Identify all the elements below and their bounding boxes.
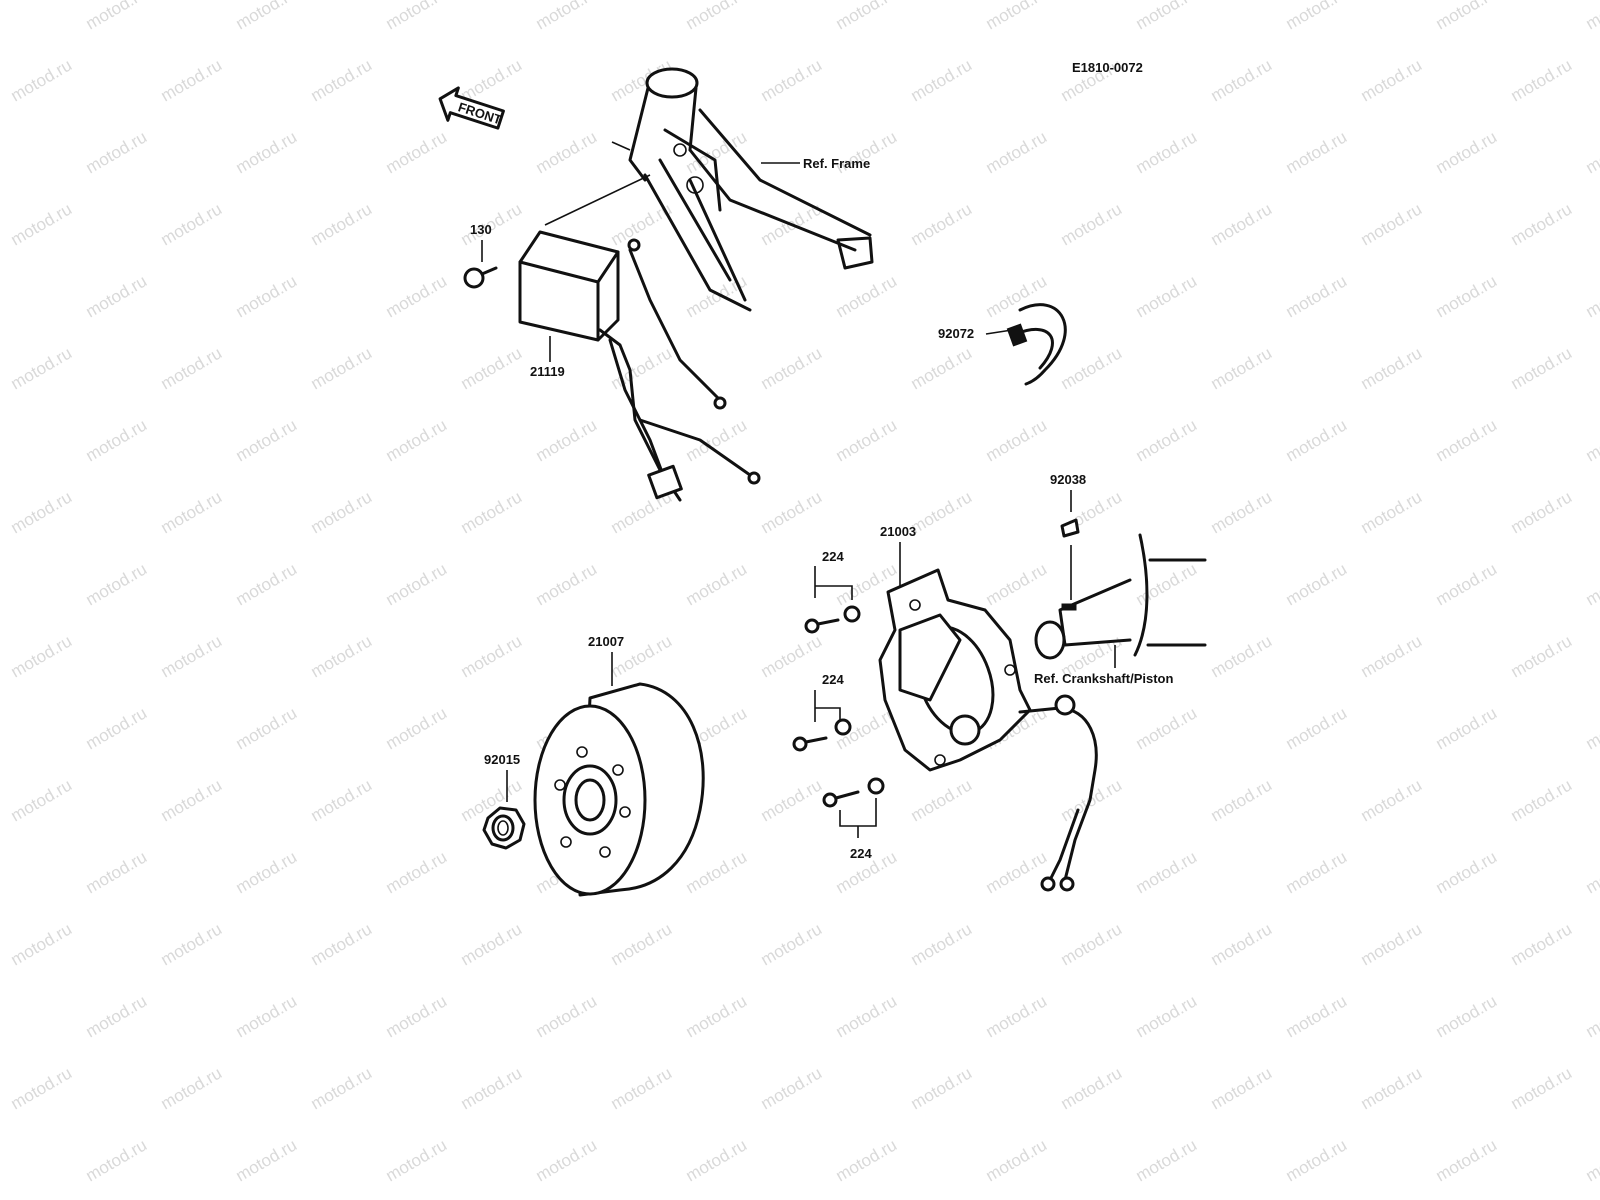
frame-drawing — [611, 67, 874, 312]
bolt-130-icon — [463, 266, 498, 289]
part-label-224-bottom: 224 — [850, 846, 872, 861]
part-label-92038: 92038 — [1050, 472, 1086, 487]
front-arrow-icon: FRONT — [438, 86, 505, 130]
ref-crankshaft-label: Ref. Crankshaft/Piston — [1034, 671, 1173, 686]
crankshaft-drawing — [1034, 533, 1207, 668]
screw-224-bottom-icon — [822, 777, 885, 808]
screw-224-top-icon — [804, 605, 861, 634]
screw-224-middle-icon — [792, 718, 852, 752]
part-label-92015: 92015 — [484, 752, 520, 767]
part-label-21119: 21119 — [530, 364, 565, 379]
nut-92015-icon — [482, 806, 526, 850]
ref-frame-label: Ref. Frame — [803, 156, 870, 171]
part-label-92072: 92072 — [938, 326, 974, 341]
part-label-224-middle: 224 — [822, 672, 844, 687]
diagram-code: E1810-0072 — [1072, 60, 1143, 75]
key-92038-icon — [1060, 518, 1080, 538]
cdi-unit-drawing — [518, 174, 761, 502]
part-label-130: 130 — [470, 222, 492, 237]
stator-21003-drawing — [878, 568, 1098, 892]
part-label-21003: 21003 — [880, 524, 916, 539]
band-92072-drawing — [1006, 303, 1067, 386]
part-label-21007: 21007 — [588, 634, 624, 649]
flywheel-21007-drawing — [533, 682, 705, 897]
part-label-224-top: 224 — [822, 549, 844, 564]
